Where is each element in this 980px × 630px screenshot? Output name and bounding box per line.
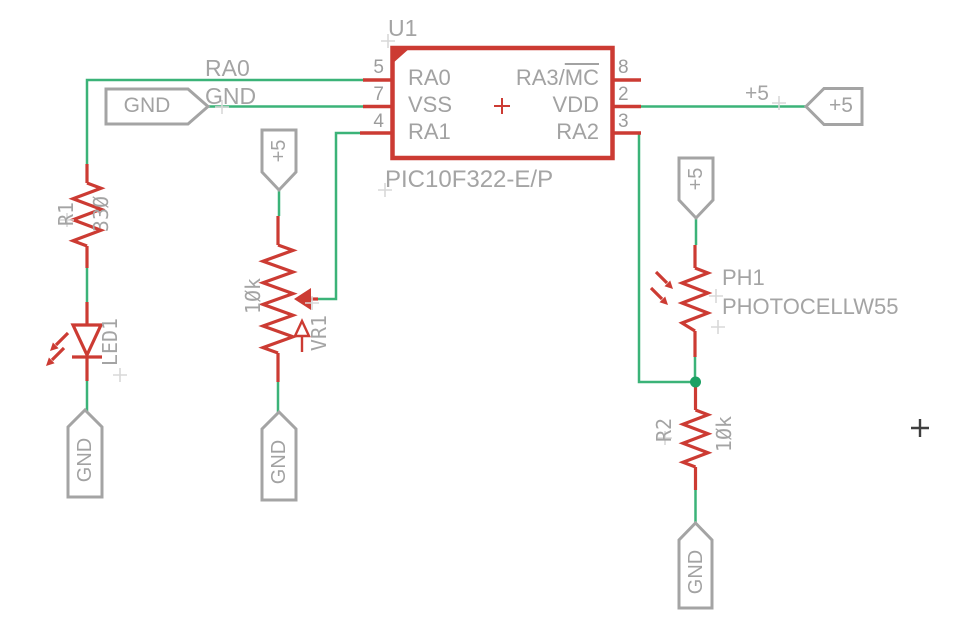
net-label-ra0: RA0 bbox=[205, 55, 250, 81]
light-in-arrows-icon bbox=[659, 280, 673, 305]
sheet-plus-marker-icon bbox=[911, 419, 929, 437]
ic-corner-marker bbox=[392, 48, 410, 64]
gnd-flag-vr1[interactable] bbox=[260, 409, 298, 502]
gnd-flag-r2-label: GND bbox=[685, 549, 707, 595]
r1-refdes: R1 bbox=[54, 201, 78, 227]
gnd-flag-pin7[interactable] bbox=[104, 87, 211, 126]
led1-symbol[interactable] bbox=[46, 302, 104, 381]
plus5-flag-ph1[interactable] bbox=[677, 156, 715, 221]
pin-number-2: 2 bbox=[618, 84, 629, 105]
plus5-flag-ph1-label: +5 bbox=[685, 167, 707, 191]
plus5-flag-vr1[interactable] bbox=[260, 128, 298, 193]
origin-cross-icons bbox=[60, 34, 786, 445]
photocell-ph1-symbol[interactable] bbox=[649, 245, 713, 357]
ic-u1-symbol[interactable] bbox=[360, 45, 641, 161]
wire-net-ra0[interactable] bbox=[85, 78, 364, 164]
pin-number-8: 8 bbox=[618, 57, 629, 78]
ic-pin-name-ra3-prefix: RA3/ bbox=[515, 65, 565, 90]
ic-pin-name-ra1: RA1 bbox=[408, 119, 451, 144]
ic-pin-name-mc-overline: MC bbox=[564, 65, 599, 90]
ic-pin-name-ra2: RA2 bbox=[556, 119, 599, 144]
vr1-refdes: VR1 bbox=[307, 314, 331, 352]
plus5-flag-vr1-label: +5 bbox=[268, 139, 290, 163]
net-label-gnd: GND bbox=[205, 83, 257, 109]
gnd-flag-r2[interactable] bbox=[677, 520, 714, 610]
led1-refdes: LED1 bbox=[98, 317, 122, 367]
pin-number-3: 3 bbox=[618, 111, 629, 132]
ic-origin-plus-icon bbox=[494, 98, 510, 114]
ph1-refdes: PH1 bbox=[722, 265, 765, 290]
pin-number-7: 7 bbox=[373, 84, 384, 105]
wire-net-ra2[interactable] bbox=[637, 134, 695, 384]
potentiometer-vr1-symbol[interactable] bbox=[258, 216, 318, 382]
ic-refdes: U1 bbox=[388, 15, 418, 41]
ic-pin-name-vdd: VDD bbox=[552, 92, 599, 117]
plus5-flag-pin2[interactable] bbox=[803, 87, 864, 126]
ic-pin-name-vss: VSS bbox=[408, 92, 453, 117]
ic-pin-name-ra3mc: RA3/MC bbox=[480, 66, 599, 89]
pin-number-4: 4 bbox=[373, 111, 384, 132]
r2-refdes: R2 bbox=[652, 417, 676, 443]
ic-pin-stubs bbox=[360, 78, 641, 135]
wire-net-ra1-wiper[interactable] bbox=[314, 131, 360, 301]
resistor-r1-symbol[interactable] bbox=[68, 164, 106, 268]
resistor-r2-symbol[interactable] bbox=[678, 382, 713, 490]
pin-number-5: 5 bbox=[373, 57, 384, 78]
r1-value: 33Ø bbox=[89, 195, 113, 233]
gnd-flag-pin7-label: GND bbox=[123, 94, 171, 117]
ic-body-outline bbox=[390, 45, 615, 161]
vr1-value: 1Øk bbox=[241, 277, 265, 315]
wiper-arrow-icon bbox=[294, 288, 311, 310]
ph1-part: PHOTOCELLW55 bbox=[722, 294, 899, 319]
r2-value: 1Øk bbox=[712, 415, 736, 453]
gnd-flag-led1[interactable] bbox=[66, 407, 104, 499]
net-wires bbox=[85, 78, 806, 523]
gnd-flag-vr1-label: GND bbox=[268, 439, 290, 485]
led-light-arrows-icon bbox=[46, 342, 59, 366]
net-label-plus5: +5 bbox=[745, 82, 769, 105]
ic-part-number: PIC10F322-E/P bbox=[385, 166, 554, 193]
junction-dot bbox=[690, 376, 701, 388]
gnd-flag-led1-label: GND bbox=[74, 437, 96, 483]
plus5-flag-pin2-label: +5 bbox=[829, 94, 853, 117]
adjust-arrow-icon bbox=[293, 318, 311, 352]
ic-pin-name-ra0: RA0 bbox=[408, 65, 451, 90]
